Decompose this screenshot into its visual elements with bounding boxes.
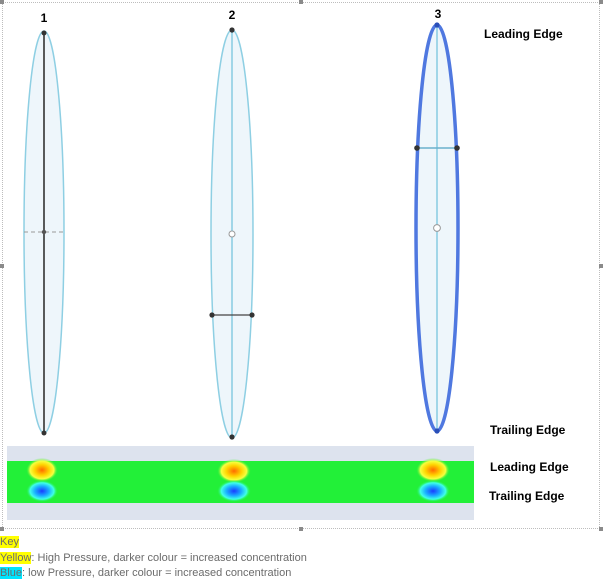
- foil-3-bar-left-point: [414, 145, 420, 151]
- strip-top-band: [7, 446, 474, 461]
- pressure-strip: [7, 446, 474, 520]
- high-pressure-blob-1: [26, 458, 58, 482]
- resize-handle-bottom-left[interactable]: [0, 527, 4, 531]
- key-blue-word: Blue: [0, 567, 23, 579]
- resize-handle-bottom-right[interactable]: [599, 527, 603, 531]
- foil-3-leading-point: [434, 22, 440, 28]
- foil-3-number: 3: [434, 7, 442, 21]
- low-pressure-blob-3: [416, 480, 450, 502]
- foil-2-bar-right-point: [249, 312, 255, 318]
- foil-1-trailing-point: [41, 430, 47, 436]
- foil-3-bar-right-point: [454, 145, 460, 151]
- key-blue-text: : low Pressure, darker colour = increase…: [22, 567, 292, 579]
- foil-1-leading-point: [41, 30, 47, 36]
- low-pressure-blob-1: [26, 480, 58, 502]
- foil-1[interactable]: [23, 30, 65, 436]
- foil-2-bar-left-point: [209, 312, 215, 318]
- trailing-edge-label: Trailing Edge: [490, 423, 566, 437]
- resize-handle-top-left[interactable]: [0, 0, 4, 4]
- key-legend: Key Yellow: High Pressure, darker colour…: [0, 535, 307, 582]
- foil-1-pivot-point: [41, 229, 47, 235]
- strip-leading-edge-label: Leading Edge: [490, 460, 569, 474]
- low-pressure-blob-2: [217, 480, 251, 502]
- foil-3[interactable]: [414, 22, 460, 434]
- key-yellow-word: Yellow: [0, 551, 32, 564]
- key-title-row: Key: [0, 535, 307, 551]
- strip-bottom-band: [7, 503, 474, 520]
- key-yellow-text: : High Pressure, darker colour = increas…: [31, 551, 307, 564]
- resize-handle-bottom[interactable]: [299, 527, 303, 531]
- high-pressure-blob-3: [416, 458, 450, 482]
- resize-handle-left[interactable]: [0, 264, 4, 268]
- foil-3-pivot-point: [433, 224, 441, 232]
- leading-edge-label: Leading Edge: [484, 27, 563, 41]
- foil-2-trailing-point: [229, 434, 235, 440]
- high-pressure-blob-2: [217, 459, 251, 483]
- foil-2-leading-point: [229, 27, 235, 33]
- foil-2-number: 2: [228, 8, 236, 22]
- foil-1-number: 1: [40, 11, 48, 25]
- key-yellow-row: Yellow: High Pressure, darker colour = i…: [0, 551, 307, 567]
- strip-trailing-edge-label: Trailing Edge: [489, 489, 565, 503]
- key-blue-row: Blue: low Pressure, darker colour = incr…: [0, 566, 307, 582]
- resize-handle-top[interactable]: [299, 0, 303, 4]
- foil-2-pivot-point: [228, 230, 236, 238]
- key-title: Key: [0, 536, 19, 548]
- resize-handle-top-right[interactable]: [599, 0, 603, 4]
- foil-2[interactable]: [209, 27, 255, 440]
- foil-3-trailing-point: [434, 428, 440, 434]
- resize-handle-right[interactable]: [599, 264, 603, 268]
